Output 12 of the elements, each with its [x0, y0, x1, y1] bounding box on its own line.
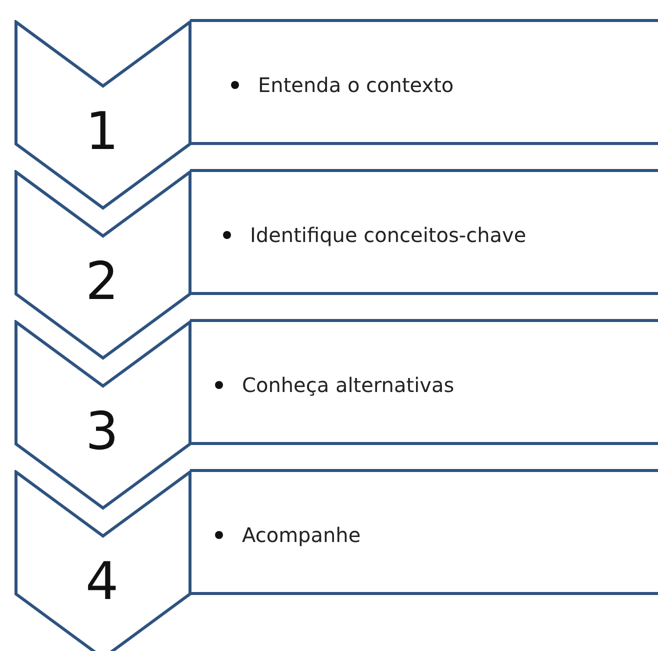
step-number: 3	[84, 402, 120, 462]
step-number: 1	[84, 102, 120, 162]
bullet-text: Conheça alternativas	[242, 372, 454, 398]
step-panel	[190, 319, 658, 445]
step-panel	[190, 469, 658, 595]
bullet-text: Acompanhe	[242, 522, 361, 548]
bullet-text: Identifique conceitos-chave	[250, 222, 526, 248]
step-number: 2	[84, 252, 120, 312]
step-panel	[190, 19, 658, 145]
step-number: 4	[84, 552, 120, 612]
bullet-text: Entenda o contexto	[258, 72, 454, 98]
step-panel	[190, 169, 658, 295]
